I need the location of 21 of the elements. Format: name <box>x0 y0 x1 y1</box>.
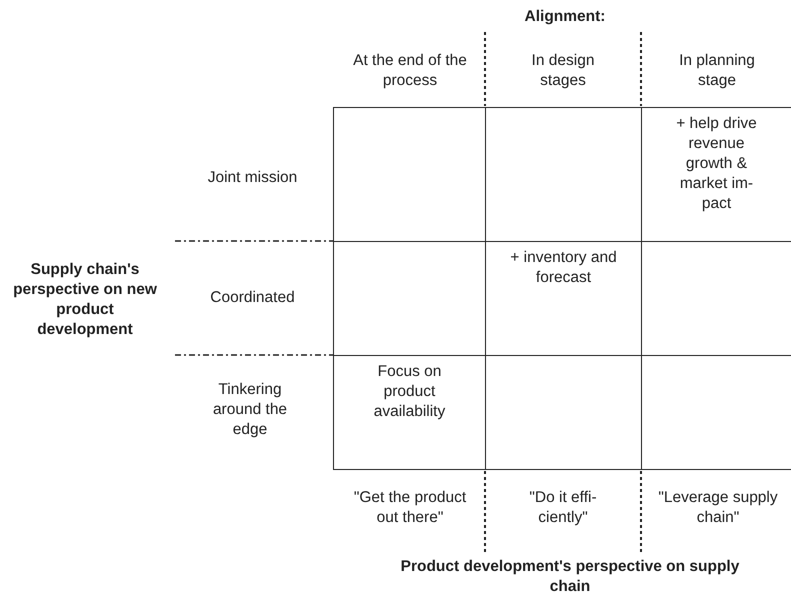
empty-cell <box>641 355 791 470</box>
axis-title: Supply chain's perspective on new product development <box>12 260 158 340</box>
axis-label: Tinkering around the edge <box>212 380 288 440</box>
matrix-cell: + help drive revenue growth & market im- pact <box>641 107 791 241</box>
matrix-cell: + inventory and forecast <box>485 241 641 355</box>
empty-cell <box>485 355 641 470</box>
axis-label: "Do it effi- ciently" <box>528 488 598 528</box>
empty-cell <box>641 241 791 355</box>
axis-label: "Leverage supply chain" <box>657 488 779 528</box>
axis-title: Product development's perspective on supply chain <box>400 557 740 597</box>
matrix-cell: Focus on product availability <box>333 355 485 470</box>
empty-cell <box>333 241 485 355</box>
empty-cell <box>485 107 641 241</box>
axis-label: In planning stage <box>678 51 756 91</box>
axis-label: Coordinated <box>210 288 295 308</box>
axis-label: Joint mission <box>208 168 298 188</box>
axis-label: In design stages <box>530 51 596 91</box>
empty-cell <box>333 107 485 241</box>
axis-label: At the end of the process <box>352 51 468 91</box>
axis-title: Alignment: <box>524 7 606 27</box>
axis-label: "Get the product out there" <box>352 488 468 528</box>
